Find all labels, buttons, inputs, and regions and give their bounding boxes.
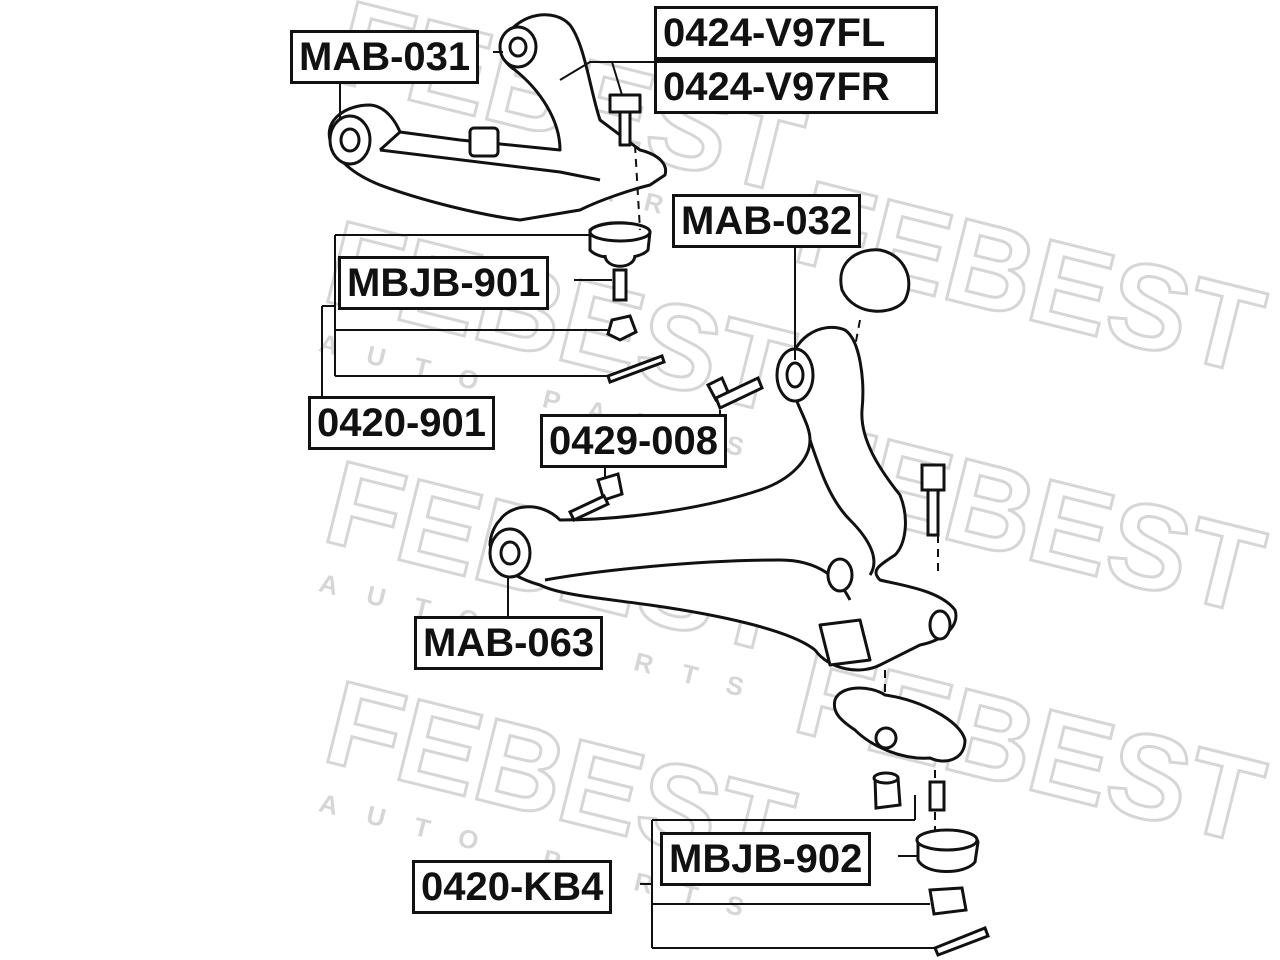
label-0429-008: 0429-008 — [540, 414, 728, 468]
label-mbjb-901: MBJB-901 — [338, 256, 550, 310]
rubber-cap — [839, 248, 911, 313]
label-mab-031: MAB-031 — [290, 30, 480, 84]
label-mbjb-902: MBJB-902 — [660, 832, 872, 886]
label-0420-kb4: 0420-KB4 — [412, 860, 613, 914]
leader-lines — [321, 51, 935, 949]
label-0424-v97fr: 0424-V97FR — [654, 60, 938, 114]
label-0420-901: 0420-901 — [308, 396, 496, 450]
label-mab-063: MAB-063 — [414, 616, 604, 670]
label-mab-032: MAB-032 — [672, 194, 862, 248]
label-0424-v97fl: 0424-V97FL — [654, 6, 938, 60]
lower-control-arm — [488, 325, 958, 672]
lower-ball-joint — [832, 686, 990, 957]
bolts — [567, 375, 946, 537]
upper-ball-joint — [588, 221, 666, 384]
